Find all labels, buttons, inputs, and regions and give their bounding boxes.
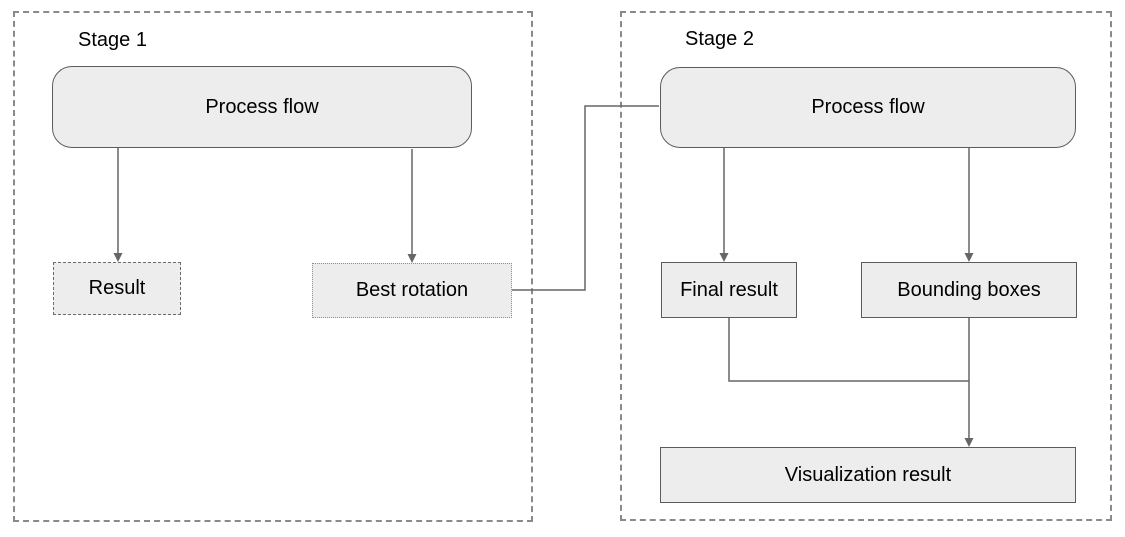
node-stage2-visualization-result: Visualization result (660, 447, 1076, 503)
node-label: Bounding boxes (897, 278, 1041, 301)
node-label: Process flow (811, 96, 925, 118)
stage1-label: Stage 1 (78, 29, 147, 51)
node-label: Result (88, 277, 146, 299)
stage2-label: Stage 2 (685, 28, 754, 50)
node-label: Final result (680, 278, 778, 301)
node-stage1-result: Result (53, 262, 181, 315)
node-stage1-process-flow: Process flow (52, 66, 472, 148)
node-stage1-best-rotation: Best rotation (312, 263, 512, 318)
node-stage2-bounding-boxes: Bounding boxes (861, 262, 1077, 318)
node-label: Visualization result (784, 463, 952, 486)
node-stage2-process-flow: Process flow (660, 67, 1076, 148)
node-label: Best rotation (355, 279, 469, 301)
node-label: Process flow (205, 95, 319, 118)
node-stage2-final-result: Final result (661, 262, 797, 318)
